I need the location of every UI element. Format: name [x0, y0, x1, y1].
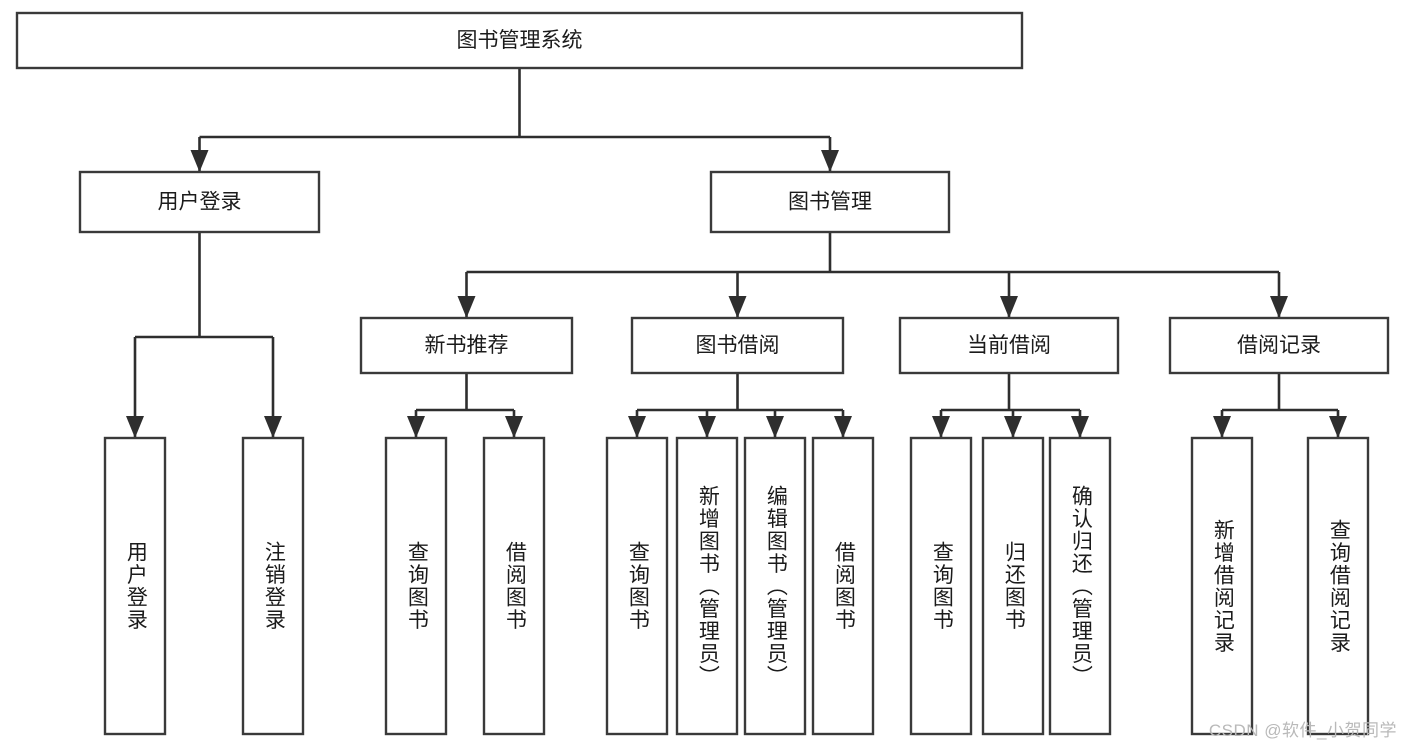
node-label-current-borrow: 当前借阅	[967, 334, 1051, 357]
arrow-head-borrow-record	[1270, 296, 1288, 318]
arrow-head-leaf-user-login	[126, 416, 144, 438]
node-label-root: 图书管理系统	[457, 29, 583, 52]
node-label-book-manage: 图书管理	[788, 191, 872, 214]
node-box-book-borrow[interactable]	[630, 316, 845, 375]
node-box-leaf-user-logout[interactable]	[241, 436, 305, 736]
arrow-head-leaf-query-book-1	[407, 416, 425, 438]
node-label-book-borrow: 图书借阅	[696, 334, 780, 357]
arrow-head-user-login	[190, 150, 209, 172]
arrow-head-book-manage	[821, 150, 839, 172]
boxes-layer	[15, 11, 1390, 736]
arrow-head-leaf-add-book	[698, 416, 716, 438]
arrow-head-leaf-query-record	[1329, 416, 1347, 438]
node-box-user-login[interactable]	[78, 170, 321, 234]
arrow-head-leaf-borrow-book-1	[505, 416, 523, 438]
node-box-leaf-edit-book[interactable]	[743, 436, 807, 736]
node-box-leaf-user-login[interactable]	[103, 436, 167, 736]
node-box-current-borrow[interactable]	[898, 316, 1120, 375]
arrow-head-new-book-recommend	[457, 296, 476, 318]
node-box-leaf-return-book[interactable]	[981, 436, 1045, 736]
arrow-head-leaf-confirm-return	[1071, 416, 1089, 438]
node-box-leaf-query-record[interactable]	[1306, 436, 1370, 736]
node-label-new-book-recommend: 新书推荐	[425, 334, 509, 357]
arrow-head-leaf-user-logout	[264, 416, 282, 438]
node-box-leaf-query-book-2[interactable]	[605, 436, 669, 736]
arrow-head-book-borrow	[728, 296, 747, 318]
arrow-head-leaf-query-book-2	[628, 416, 646, 438]
node-box-leaf-borrow-book-1[interactable]	[482, 436, 546, 736]
connectors-layer	[126, 68, 1347, 438]
arrow-head-leaf-return-book	[1004, 416, 1022, 438]
arrow-head-current-borrow	[1000, 296, 1018, 318]
arrow-head-leaf-add-record	[1213, 416, 1231, 438]
node-box-leaf-add-book[interactable]	[675, 436, 739, 736]
node-label-borrow-record: 借阅记录	[1237, 334, 1321, 357]
node-box-book-manage[interactable]	[709, 170, 951, 234]
node-box-borrow-record[interactable]	[1168, 316, 1390, 375]
watermark-text: CSDN @软件_小贺同学	[1208, 721, 1397, 740]
node-box-leaf-confirm-return[interactable]	[1048, 436, 1112, 736]
node-label-user-login: 用户登录	[158, 191, 242, 214]
node-box-new-book-recommend[interactable]	[359, 316, 574, 375]
arrow-head-leaf-query-book-3	[932, 416, 950, 438]
node-box-leaf-borrow-book-2[interactable]	[811, 436, 875, 736]
arrow-head-leaf-borrow-book-2	[834, 416, 852, 438]
node-box-leaf-add-record[interactable]	[1190, 436, 1254, 736]
arrow-head-leaf-edit-book	[766, 416, 784, 438]
node-box-leaf-query-book-3[interactable]	[909, 436, 973, 736]
node-box-root[interactable]	[15, 11, 1024, 70]
node-box-leaf-query-book-1[interactable]	[384, 436, 448, 736]
